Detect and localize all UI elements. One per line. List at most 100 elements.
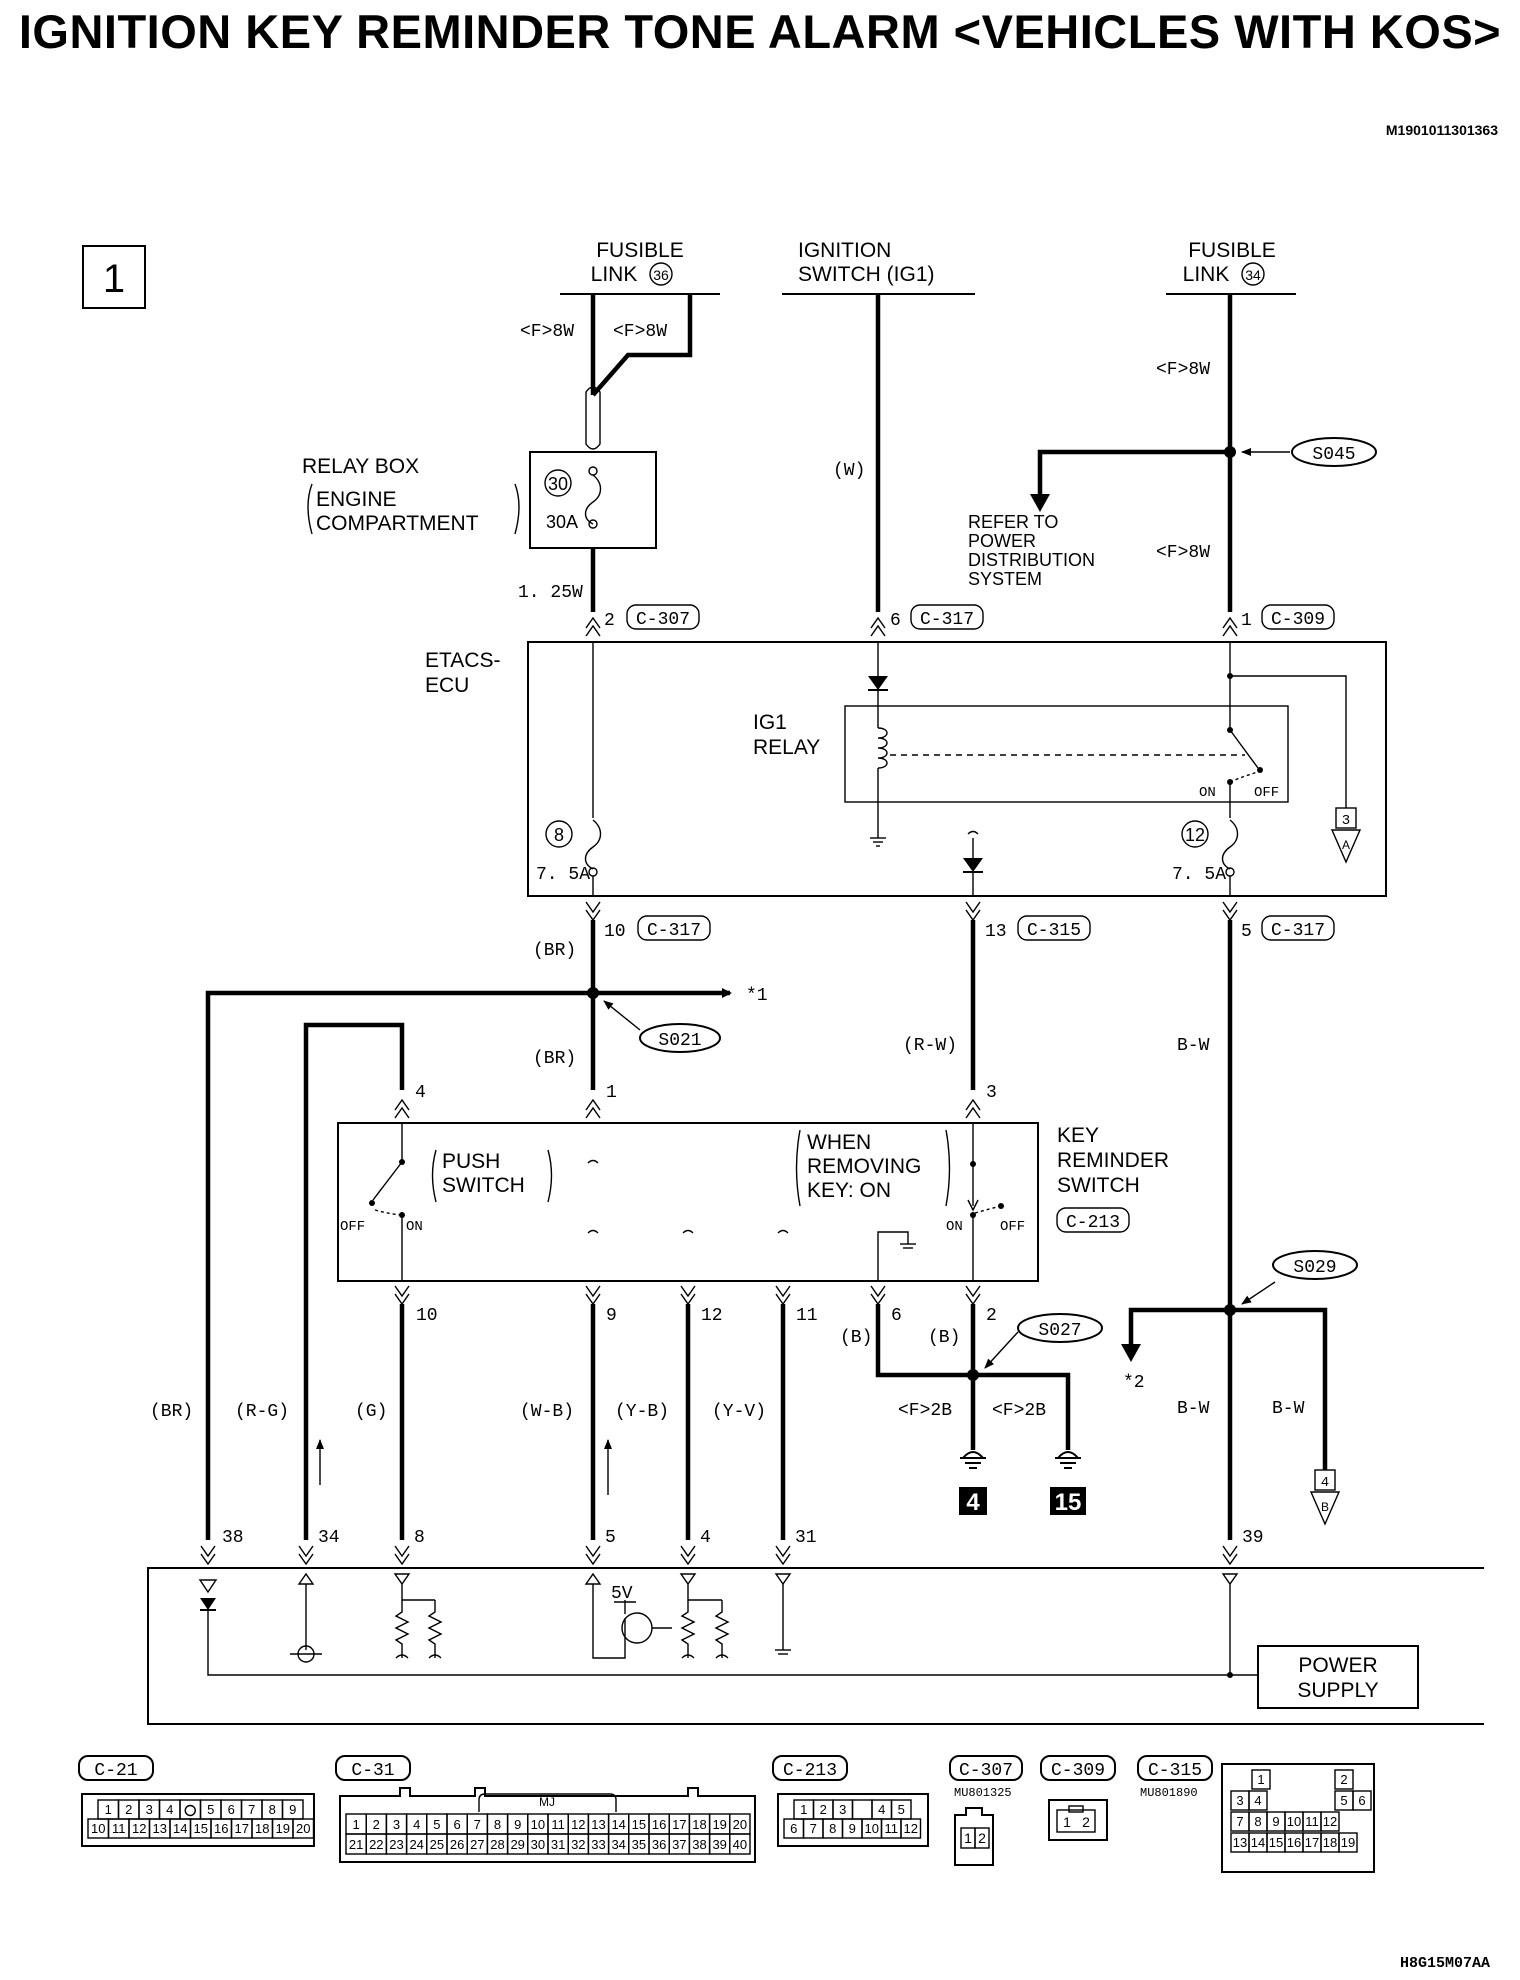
key-switch-connector: C-213 bbox=[1066, 1213, 1120, 1233]
ground-4: 4 bbox=[959, 1451, 987, 1516]
fusible-link-34-number: 34 bbox=[1245, 267, 1261, 283]
key-switch-pin-12: 12 bbox=[701, 1306, 723, 1326]
connector-c315-pin-18: 18 bbox=[1323, 1835, 1337, 1850]
connector-c307-name: C-307 bbox=[959, 1761, 1013, 1781]
relay-box-engine: ENGINE bbox=[316, 488, 397, 511]
connector-c309: C-309 1 2 bbox=[1040, 1755, 1116, 1841]
wire-wb: (W-B) bbox=[520, 1402, 574, 1422]
etacs-pin-10: 10 bbox=[604, 922, 626, 942]
connector-c21-pin-17: 17 bbox=[235, 1821, 249, 1836]
ground-4-label: 4 bbox=[966, 1489, 980, 1516]
top-wiring bbox=[585, 294, 1236, 612]
connector-c21-pin-1: 1 bbox=[105, 1802, 112, 1817]
connector-c315-pin-4: 4 bbox=[1254, 1793, 1261, 1808]
wire-br-3: (BR) bbox=[150, 1402, 193, 1422]
connector-c31-pin-26: 26 bbox=[450, 1837, 464, 1852]
key-switch-pin-3: 3 bbox=[986, 1083, 997, 1103]
connector-c315-pin-12: 12 bbox=[1323, 1814, 1337, 1829]
unit-pin-31: 31 bbox=[795, 1528, 817, 1548]
connector-c213-pin-5: 5 bbox=[898, 1802, 905, 1817]
connector-c307-pin-1: 1 bbox=[964, 1830, 972, 1846]
key-switch-label-1: KEY bbox=[1057, 1124, 1099, 1147]
sheet-number-box: 1 bbox=[82, 245, 146, 309]
connector-c31-pin-25: 25 bbox=[430, 1837, 444, 1852]
removing-label-2: REMOVING bbox=[807, 1155, 921, 1178]
fusible-link-36-number: 36 bbox=[653, 267, 669, 283]
off-page-a-number: 3 bbox=[1342, 813, 1350, 829]
push-switch-off: OFF bbox=[340, 1219, 365, 1235]
etacs-conn-c309: C-309 bbox=[1271, 610, 1325, 630]
connector-c213-pin-1: 1 bbox=[800, 1802, 807, 1817]
connector-c315-pin-2-cell bbox=[1334, 1769, 1354, 1790]
connector-c31-pin-24: 24 bbox=[409, 1837, 423, 1852]
splice-s021: S021 bbox=[603, 1000, 721, 1053]
connector-c21-pin-16: 16 bbox=[214, 1821, 228, 1836]
connector-c31-pin-28: 28 bbox=[490, 1837, 504, 1852]
connector-c213-pin-11: 11 bbox=[885, 1821, 899, 1836]
etacs-conn-c317-left: C-317 bbox=[647, 921, 701, 941]
ignition-switch-label-1: IGNITION bbox=[798, 239, 891, 262]
key-switch-pin-6: 6 bbox=[891, 1306, 902, 1326]
connector-c31-pin-20: 20 bbox=[733, 1817, 747, 1832]
wire-yb: (Y-B) bbox=[615, 1402, 669, 1422]
connector-c315-pin-19-cell bbox=[1338, 1832, 1358, 1853]
wire-br-1: (BR) bbox=[533, 941, 576, 961]
wire-bw-2: B-W bbox=[1177, 1399, 1210, 1419]
wire-bw-1: B-W bbox=[1177, 1036, 1210, 1056]
connector-c21-pin-12: 12 bbox=[132, 1821, 146, 1836]
ig1-relay-on: ON bbox=[1199, 785, 1216, 801]
unit-vcc: 5V bbox=[611, 1584, 633, 1604]
etacs-bottom-pins bbox=[585, 901, 1238, 922]
connector-c213-pin-4: 4 bbox=[878, 1802, 885, 1817]
wire-f8w-b: <F>8W bbox=[613, 322, 667, 342]
wire-1-25w: 1. 25W bbox=[518, 583, 583, 603]
key-switch-pin-4: 4 bbox=[415, 1083, 426, 1103]
refer-line-1: REFER TO bbox=[968, 512, 1058, 532]
key-reminder-switch: 4 1 3 KEY REMINDER SWITCH C-213 OFF ON P… bbox=[337, 1083, 1169, 1282]
connector-c31-pin-31: 31 bbox=[551, 1837, 565, 1852]
connector-c21-pin-5: 5 bbox=[207, 1802, 214, 1817]
refer-line-4: SYSTEM bbox=[968, 569, 1042, 589]
connector-c309-pin-2: 2 bbox=[1082, 1814, 1090, 1830]
relay-box-fuse-rating: 30A bbox=[546, 512, 578, 532]
off-page-ref-1: *1 bbox=[746, 986, 768, 1006]
connector-c31-pin-33: 33 bbox=[591, 1837, 605, 1852]
key-switch-pin-9: 9 bbox=[606, 1306, 617, 1326]
relay-box-compartment: COMPARTMENT bbox=[316, 512, 479, 535]
connector-c315-pin-1: 1 bbox=[1257, 1772, 1264, 1787]
middle-wiring bbox=[205, 920, 1233, 1540]
ignition-switch-ig1: IGNITION SWITCH (IG1) bbox=[782, 239, 975, 295]
connector-c315-pin-13: 13 bbox=[1233, 1835, 1247, 1850]
connector-c315-pin-2: 2 bbox=[1340, 1772, 1347, 1787]
connector-c315-pin-6: 6 bbox=[1358, 1793, 1365, 1808]
key-switch-label-3: SWITCH bbox=[1057, 1174, 1140, 1197]
connector-c213-pin-8: 8 bbox=[829, 1821, 836, 1836]
unit-pin-38: 38 bbox=[222, 1528, 244, 1548]
connector-c31-pin-36: 36 bbox=[652, 1837, 666, 1852]
etacs-conn-c317-right: C-317 bbox=[1271, 921, 1325, 941]
etacs-fuse-12-rating: 7. 5A bbox=[1172, 865, 1226, 885]
connector-c31-pin-2: 2 bbox=[373, 1817, 380, 1832]
connector-c31-pin-19: 19 bbox=[712, 1817, 726, 1832]
connector-c21-pin-18: 18 bbox=[255, 1821, 269, 1836]
power-supply-label-1: POWER bbox=[1298, 1654, 1377, 1677]
splice-s045-label: S045 bbox=[1312, 445, 1355, 465]
off-page-b-number: 4 bbox=[1321, 1475, 1329, 1491]
etacs-ecu: ETACS- ECU 8 7. 5A IG1 RELAY ON OFF bbox=[425, 641, 1387, 897]
connector-c31-pin-29: 29 bbox=[510, 1837, 524, 1852]
splice-s027: S027 bbox=[984, 1313, 1103, 1369]
ground-15-label: 15 bbox=[1055, 1489, 1082, 1516]
refer-line-2: POWER bbox=[968, 531, 1036, 551]
etacs-fuse-12-number: 12 bbox=[1185, 825, 1205, 845]
connector-c21-name: C-21 bbox=[94, 1761, 137, 1781]
fusible-link-36: FUSIBLE LINK 36 bbox=[560, 239, 720, 295]
connector-c31-pin-5: 5 bbox=[433, 1817, 440, 1832]
splice-s021-label: S021 bbox=[658, 1031, 701, 1051]
connector-c31-pin-21: 21 bbox=[349, 1837, 363, 1852]
push-switch-label-2: SWITCH bbox=[442, 1174, 525, 1197]
figure-id: H8G15M07AA bbox=[1399, 1955, 1490, 1972]
